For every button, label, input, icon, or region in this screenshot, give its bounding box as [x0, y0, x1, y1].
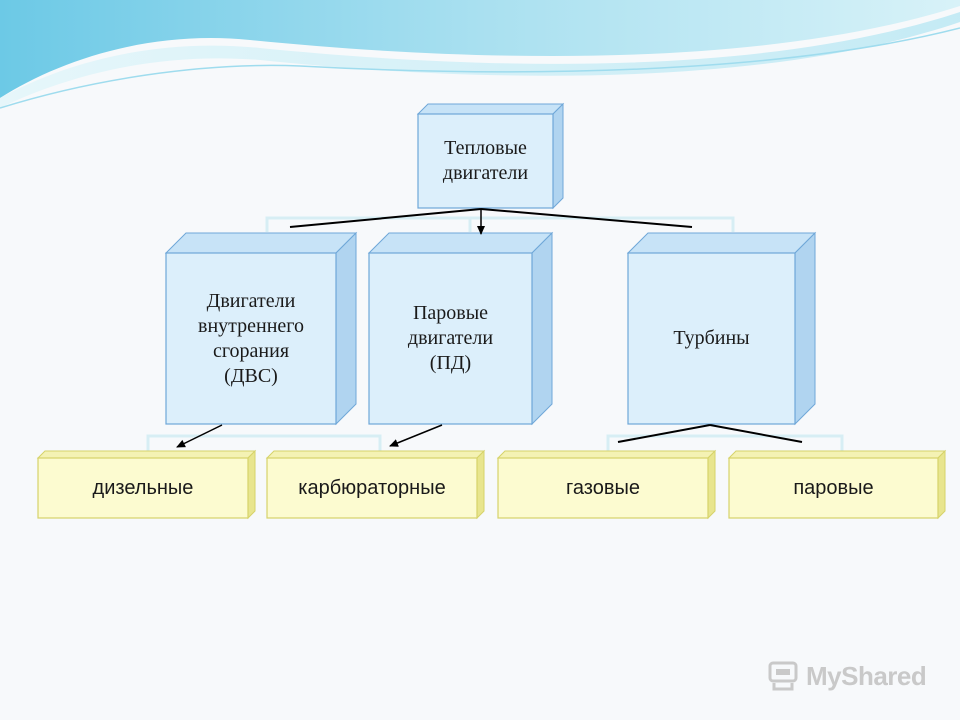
watermark-text: MyShared [806, 660, 927, 691]
connector-root-to-turbines [480, 208, 693, 228]
bracket-dvs-to-engines [146, 434, 382, 452]
node-steam-box [727, 449, 947, 520]
connector-turbines-to-steam [709, 424, 803, 443]
node-carburetor-box [265, 449, 486, 520]
decorative-wave-header [0, 0, 960, 109]
connector-root-to-dvs [289, 208, 482, 228]
node-dvs-box [164, 231, 358, 426]
node-gas-box [496, 449, 717, 520]
watermark: MyShared [766, 656, 927, 696]
connector-turbines-to-gas [617, 424, 711, 443]
node-root-box [416, 102, 565, 210]
bracket-turbines-to-types [606, 434, 844, 452]
myshared-logo-icon [768, 661, 798, 691]
node-diesel-box [36, 449, 257, 520]
node-pd-box [367, 231, 554, 426]
arrow-dvs-to-diesel [176, 424, 223, 448]
arrow-pd-to-carburetor [389, 424, 443, 447]
bracket-root-to-middle [265, 216, 735, 232]
node-turbines-box [626, 231, 817, 426]
